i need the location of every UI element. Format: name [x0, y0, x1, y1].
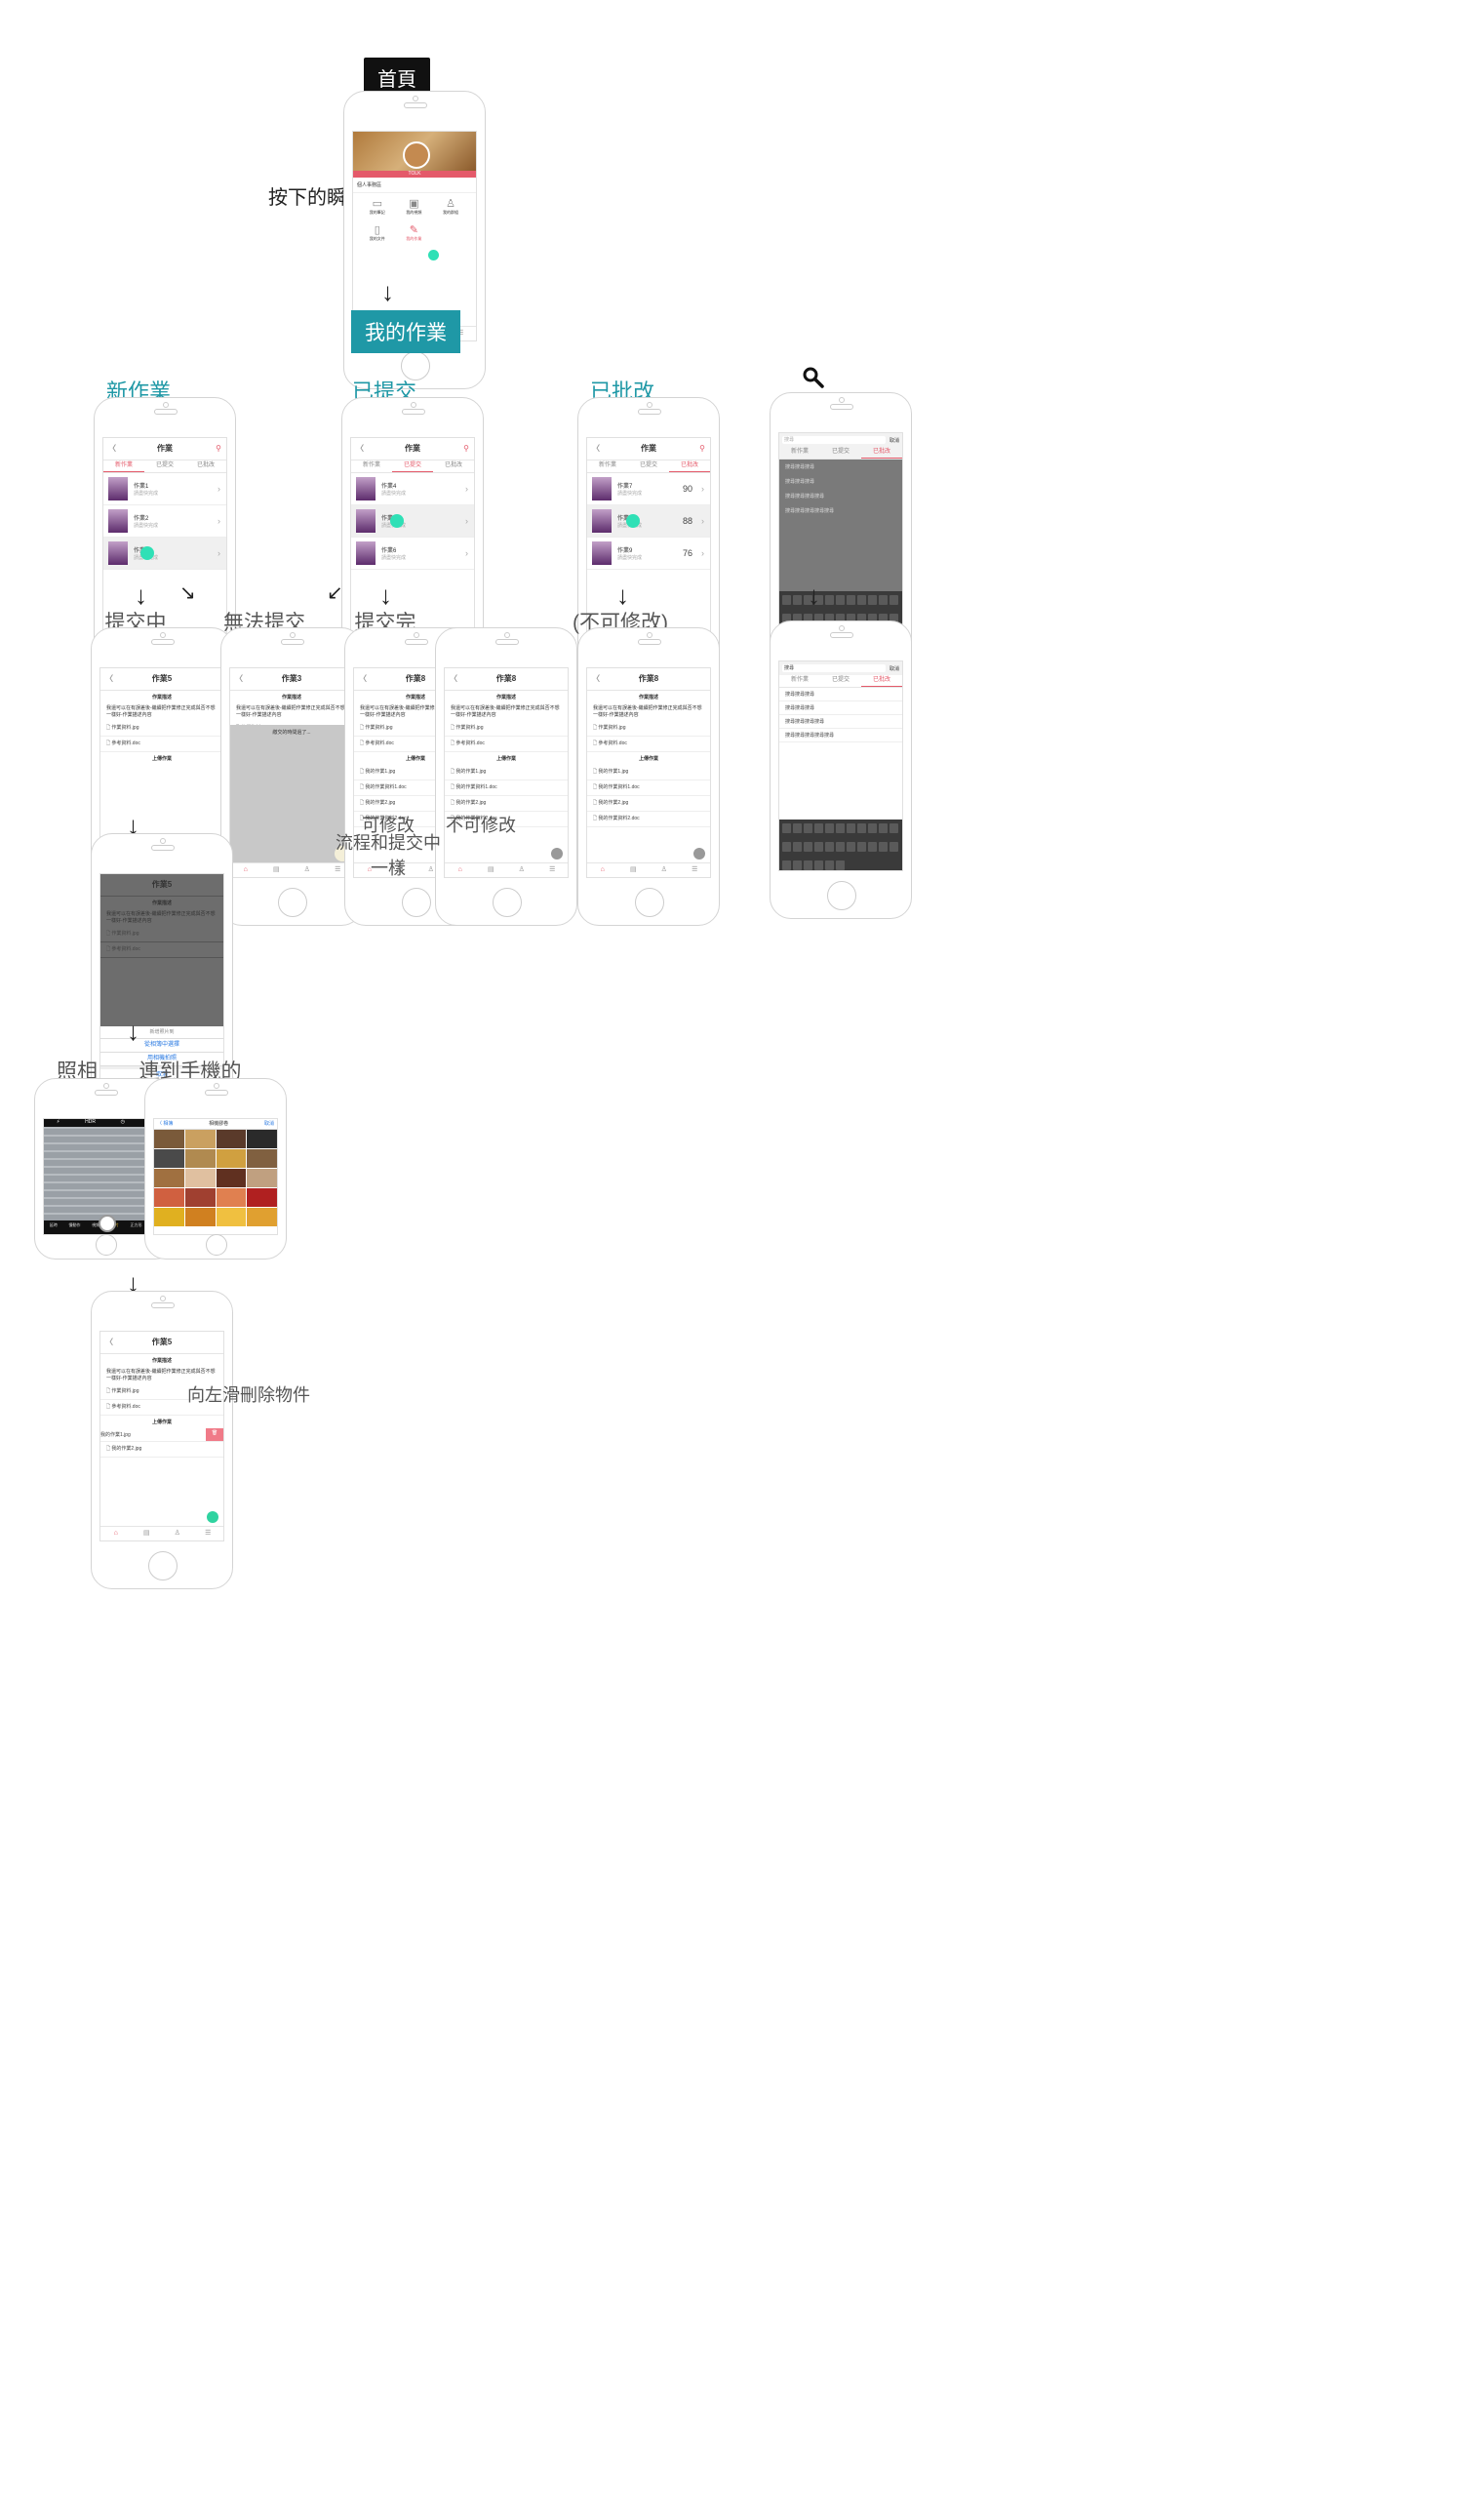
detail-done-locked-phone: 〈作業8 作業描述 我還可以在有誤差後-繼續把作業修正完成與否不想一樣好-作業描… [435, 627, 577, 926]
search-result[interactable]: 搜尋搜尋搜尋搜尋搜尋 [779, 729, 902, 742]
arrow-down: ↓ [616, 580, 629, 610]
home-item-groups[interactable]: ♙我的群組 [443, 198, 459, 215]
arrow-down: ↓ [808, 580, 820, 610]
touch-indicator [428, 250, 439, 260]
search-icon [803, 367, 824, 393]
detail-cannot-phone: 〈作業3 作業描述 我還可以在有誤差後-繼續把作業修正完成與否不想一樣好-作業描… [220, 627, 363, 926]
note-editable: 可修改 [362, 816, 415, 835]
search-input[interactable]: 搜尋 [782, 664, 886, 672]
add-button[interactable] [207, 1511, 218, 1523]
arrow-down: ↓ [127, 811, 139, 840]
search-icon[interactable]: ⚲ [463, 444, 469, 453]
search-phone-2: 搜尋取消 新作業已提交已批改 搜尋搜尋搜尋 搜尋搜尋搜尋 搜尋搜尋搜尋搜尋 搜尋… [770, 620, 912, 919]
cancel-button[interactable]: 取消 [889, 437, 899, 444]
avatar [403, 141, 430, 169]
section-title: 個人事務區 [353, 178, 476, 193]
touch-indicator [140, 546, 154, 560]
tab-graded[interactable]: 已批改 [196, 462, 215, 468]
search-result[interactable]: 搜尋搜尋搜尋 [779, 701, 902, 715]
home-item-homework[interactable]: ✎我的作業 [406, 224, 422, 241]
home-item-videos[interactable]: ▣我的視頻 [406, 198, 422, 215]
arrow-down: ↓ [127, 1017, 139, 1046]
cancel-button[interactable]: 取消 [263, 1121, 274, 1127]
camera-label: 照相 [57, 1060, 98, 1083]
search-input[interactable]: 搜尋 [782, 436, 886, 444]
note-same-flow: 流程和提交中一樣 [336, 833, 441, 878]
note-swipe-delete: 向左滑刪除物件 [187, 1385, 310, 1405]
tab-new[interactable]: 新作業 [103, 460, 144, 472]
home-phone: TOLK 個人事務區 ▭我的筆記 ▣我的視頻 ♙我的群組 ▯我的文件 ✎我的作業… [343, 91, 486, 389]
cancel-button[interactable]: 取消 [889, 665, 899, 672]
list-item[interactable]: 作業5請盡快完成› [351, 505, 474, 538]
choose-album-button[interactable]: 從相簿中選擇 [100, 1039, 223, 1053]
album-phone: 〈 相簿相機膠卷取消 [144, 1078, 287, 1260]
swipe-delete-phone: 〈作業5 作業描述 我還可以在有誤差後-繼續把作業修正完成與否不想一樣好-作業描… [91, 1291, 233, 1589]
search-result[interactable]: 搜尋搜尋搜尋搜尋 [779, 715, 902, 729]
press-note: 按下的瞬間 [268, 187, 366, 209]
home-item-notes[interactable]: ▭我的筆記 [369, 198, 385, 215]
arrow-down: ↓ [379, 580, 392, 610]
arrow-down: ↓ [135, 580, 147, 610]
nav-title: 作業 [157, 444, 173, 453]
profile-name: TOLK [353, 171, 476, 178]
arrow-diagonal-right: ↘ [179, 582, 196, 604]
search-icon[interactable]: ⚲ [216, 444, 221, 453]
note-not-editable: 不可修改 [446, 816, 516, 835]
arrow-down-1: ↓ [381, 277, 394, 306]
locked-button [693, 848, 705, 860]
overdue-overlay: 繳交的時間過了... [230, 725, 353, 863]
file-row[interactable]: 🗋 參考資料.doc [100, 737, 223, 752]
action-sheet: 新增照片到 從相簿中選擇 用相機拍照 取消 [100, 1026, 223, 1083]
take-photo-button[interactable]: 用相機拍照 [100, 1053, 223, 1066]
arrow-diagonal-left: ↙ [327, 582, 343, 604]
back-button[interactable]: 〈 相簿 [157, 1121, 174, 1127]
tab-submitted[interactable]: 已提交 [155, 462, 174, 468]
search-icon[interactable]: ⚲ [699, 444, 705, 453]
file-row[interactable]: 🗋 作業資料.jpg [100, 721, 223, 737]
list-item[interactable]: 作業8請盡快完成88› [587, 505, 710, 538]
locked-button [551, 848, 563, 860]
list-item[interactable]: 作業3請盡快完成› [103, 538, 226, 570]
touch-indicator [390, 514, 404, 528]
home-item-docs[interactable]: ▯我的文件 [369, 224, 385, 241]
my-homework-label: 我的作業 [351, 310, 460, 353]
delete-icon[interactable]: 🗑 [206, 1428, 223, 1441]
keyboard[interactable] [779, 820, 902, 870]
search-result[interactable]: 搜尋搜尋搜尋 [779, 688, 902, 701]
shutter-button[interactable] [99, 1215, 116, 1232]
arrow-down: ↓ [127, 1268, 139, 1298]
swiped-row[interactable]: 我的作業1.jpg🗑 [100, 1428, 223, 1442]
touch-indicator [626, 514, 640, 528]
photo-grid[interactable] [154, 1130, 277, 1226]
detail-graded-phone: 〈作業8 作業描述 我還可以在有誤差後-繼續把作業修正完成與否不想一樣好-作業描… [577, 627, 720, 926]
